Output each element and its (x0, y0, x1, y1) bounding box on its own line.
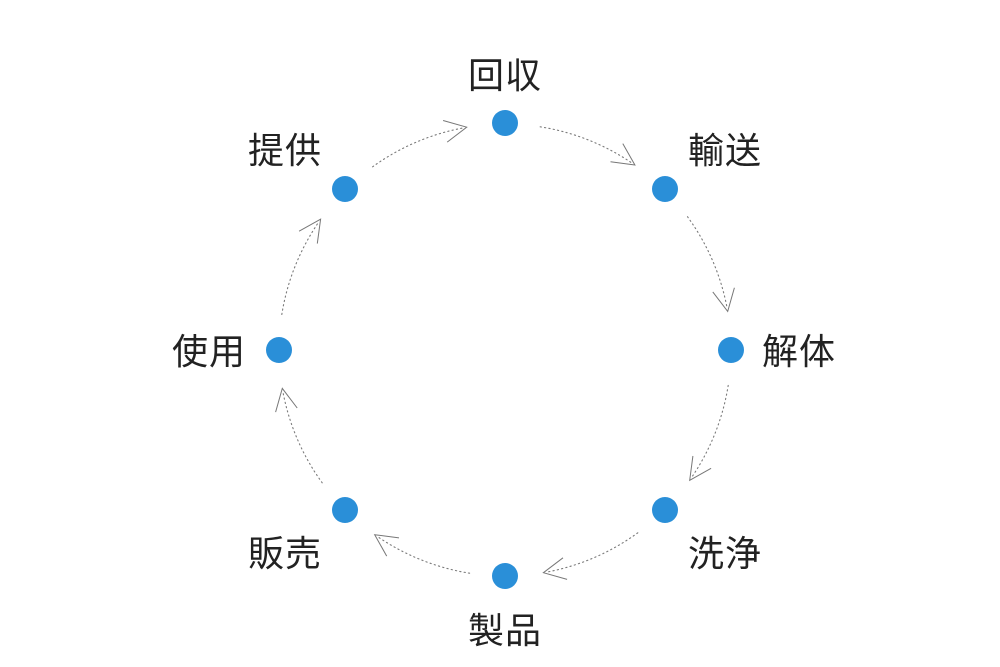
label-wash: 洗浄 (688, 534, 762, 575)
label-transport: 輸送 (688, 131, 762, 172)
arrow-provide-to-collection (372, 127, 464, 168)
node-sale (332, 497, 358, 523)
arrow-wash-to-product (546, 532, 639, 573)
arrow-product-to-sale (377, 536, 471, 574)
cycle-arrows (275, 120, 735, 580)
node-dismantle (718, 337, 744, 363)
arrow-dismantle-to-wash (691, 384, 729, 478)
arrow-collection-to-transport (539, 126, 633, 164)
arrowhead-use (275, 387, 298, 413)
label-product: 製品 (468, 611, 542, 652)
label-collection: 回収 (468, 56, 542, 97)
arrowhead-wash (689, 455, 712, 482)
node-collection (492, 110, 518, 136)
arrowhead-collection (442, 120, 468, 143)
node-provide (332, 176, 358, 202)
arrow-use-to-provide (281, 221, 319, 316)
arrowhead-dismantle (712, 287, 735, 313)
cycle-labels: 回収 輸送 解体 洗浄 製品 販売 使用 提供 (172, 56, 836, 652)
arrowhead-sale (373, 534, 400, 557)
arrow-sale-to-use (282, 391, 323, 484)
node-transport (652, 176, 678, 202)
label-sale: 販売 (248, 534, 322, 575)
node-use (266, 337, 292, 363)
node-product (492, 563, 518, 589)
arrowhead-transport (610, 143, 636, 166)
arrowhead-provide (298, 218, 322, 244)
cycle-nodes (266, 110, 744, 589)
node-wash (652, 497, 678, 523)
label-dismantle: 解体 (762, 332, 836, 373)
label-provide: 提供 (248, 131, 322, 172)
arrowhead-product (542, 557, 568, 580)
label-use: 使用 (172, 332, 246, 373)
arrow-transport-to-dismantle (686, 216, 728, 309)
